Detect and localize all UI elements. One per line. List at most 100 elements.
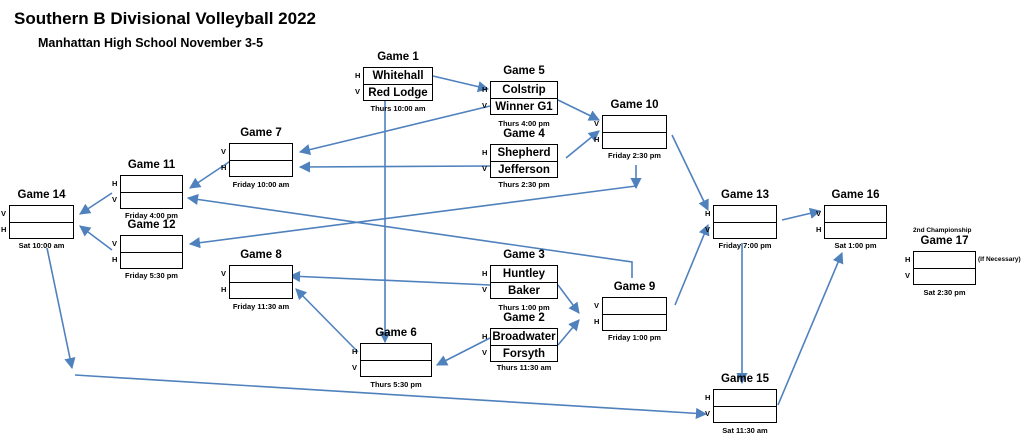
game-10-bottom-side: H <box>594 135 600 144</box>
game-5-bottom-team: Winner G1 <box>491 98 557 114</box>
game-6-top-side: H <box>352 347 358 356</box>
game-2-bottom-team: Forsyth <box>491 345 557 361</box>
game-13-top-team <box>714 206 776 222</box>
game-17-top-side: H <box>905 255 911 264</box>
game-11-time: Friday 4:00 pm <box>125 211 178 220</box>
game-7-time: Friday 10:00 am <box>232 180 290 189</box>
game-17-box <box>913 251 976 285</box>
arrow-g11-to-g14 <box>79 192 113 215</box>
game-11-top-side: H <box>112 179 118 188</box>
arrow-g9-to-g11 <box>186 193 633 278</box>
game-1-bottom-side: V <box>355 87 361 96</box>
game-16: Game 16 V H Sat 1:00 pm <box>816 189 887 250</box>
game-1-top-side: H <box>355 71 361 80</box>
game-1: Game 1 Whitehall Red Lodge H V Thurs 10:… <box>355 51 433 113</box>
game-4-bottom-side: V <box>482 164 488 173</box>
game-8-top-side: V <box>221 269 227 278</box>
game-5-bottom-side: V <box>482 101 488 110</box>
game-15-label: Game 15 <box>721 373 769 385</box>
arrow-g4-to-g10 <box>565 130 600 159</box>
game-17-time: Sat 2:30 pm <box>923 288 966 297</box>
game-9-box <box>602 297 667 331</box>
game-3: Game 3 Huntley Baker H V Thurs 1:00 pm <box>482 249 558 312</box>
game-10: Game 10 V H Friday 2:30 pm <box>594 99 667 160</box>
game-1-time: Thurs 10:00 am <box>370 104 426 113</box>
game-11-box <box>120 175 183 209</box>
game-15-bottom-team <box>714 406 776 422</box>
game-7-top-side: V <box>221 147 227 156</box>
game-10-top-side: V <box>594 119 600 128</box>
game-3-bottom-side: V <box>482 285 488 294</box>
game-3-time: Thurs 1:00 pm <box>498 303 550 312</box>
game-14-bottom-side: H <box>1 225 7 234</box>
game-4-time: Thurs 2:30 pm <box>498 180 550 189</box>
game-16-bottom-side: H <box>816 225 822 234</box>
game-13-top-side: H <box>705 209 711 218</box>
game-17-label: Game 17 <box>920 235 969 247</box>
game-5: Game 5 Colstrip Winner G1 H V Thurs 4:00… <box>482 65 558 128</box>
game-9-label: Game 9 <box>613 281 656 293</box>
game-16-top-team <box>825 206 886 222</box>
game-10-top-team <box>603 116 666 132</box>
game-2-bottom-side: V <box>482 348 488 357</box>
game-8-bottom-side: H <box>221 285 227 294</box>
game-4-label: Game 4 <box>503 128 545 140</box>
game-7: Game 7 V H Friday 10:00 am <box>221 127 293 189</box>
bracket-title: Southern B Divisional Volleyball 2022 <box>14 9 316 28</box>
game-9-bottom-team <box>603 314 666 330</box>
game-9-top-team <box>603 298 666 314</box>
game-12-label: Game 12 <box>127 219 176 231</box>
game-3-bottom-team: Baker <box>491 282 557 298</box>
game-13-time: Friday 7:00 pm <box>718 241 772 250</box>
game-4-box: Shepherd Jefferson <box>490 144 558 178</box>
game-14-bottom-team <box>10 222 73 238</box>
arrow-g9-to-g13 <box>674 223 710 306</box>
game-17-top-team <box>914 252 975 268</box>
arrow-g13-to-g16 <box>781 207 822 221</box>
game-9-time: Friday 1:00 pm <box>608 333 661 342</box>
game-1-bottom-team: Red Lodge <box>364 84 432 100</box>
arrow-g3-to-g8 <box>288 270 491 286</box>
game-9: Game 9 V H Friday 1:00 pm <box>594 281 667 342</box>
game-4-bottom-team: Jefferson <box>491 161 557 177</box>
game-1-top-team: Whitehall <box>372 70 424 82</box>
game-6-time: Thurs 5:30 pm <box>370 380 422 389</box>
game-3-box: Huntley Baker <box>490 265 558 299</box>
game-5-top-team: Colstrip <box>502 84 546 96</box>
game-8-top-team <box>230 266 292 282</box>
game-8-bottom-team <box>230 282 292 298</box>
game-16-time: Sat 1:00 pm <box>834 241 877 250</box>
game-6-label: Game 6 <box>375 327 417 339</box>
game-8: Game 8 V H Friday 11:30 am <box>221 249 293 311</box>
game-4-top-team: Shepherd <box>497 147 551 159</box>
game-16-top-side: V <box>816 209 822 218</box>
game-15-top-team <box>714 390 776 406</box>
game-8-time: Friday 11:30 am <box>232 302 290 311</box>
game-9-bottom-side: H <box>594 317 600 326</box>
game-13-bottom-side: V <box>705 225 711 234</box>
game-15-top-side: H <box>705 393 711 402</box>
game-12-box <box>120 235 183 269</box>
game-3-top-side: H <box>482 269 488 278</box>
game-7-bottom-team <box>230 160 292 176</box>
game-17: Game 17 H V Sat 2:30 pm <box>905 235 976 297</box>
game-2-top-side: H <box>482 332 488 341</box>
game-16-bottom-team <box>825 222 886 238</box>
game-11-top-team <box>121 176 182 192</box>
arrow-g5-to-g7 <box>298 105 491 156</box>
game-11-label: Game 11 <box>127 159 176 171</box>
game-15-box <box>713 389 777 423</box>
game-5-box: Colstrip Winner G1 <box>490 81 558 115</box>
game-12: Game 12 V H Friday 5:30 pm <box>112 219 183 280</box>
game-12-bottom-side: H <box>112 255 118 264</box>
game-3-label: Game 3 <box>503 249 545 261</box>
game-8-box <box>229 265 293 299</box>
arrow-g14-line-to-g15 <box>74 374 708 419</box>
arrow-g15-to-g16 <box>777 251 844 406</box>
game-1-box: Whitehall Red Lodge <box>363 67 433 101</box>
arrow-g3-to-g9 <box>557 284 580 314</box>
game-13-box <box>713 205 777 239</box>
game-2-top-team: Broadwater <box>492 331 556 343</box>
game-12-top-team <box>121 236 182 252</box>
game-14-time: Sat 10:00 am <box>18 241 65 250</box>
